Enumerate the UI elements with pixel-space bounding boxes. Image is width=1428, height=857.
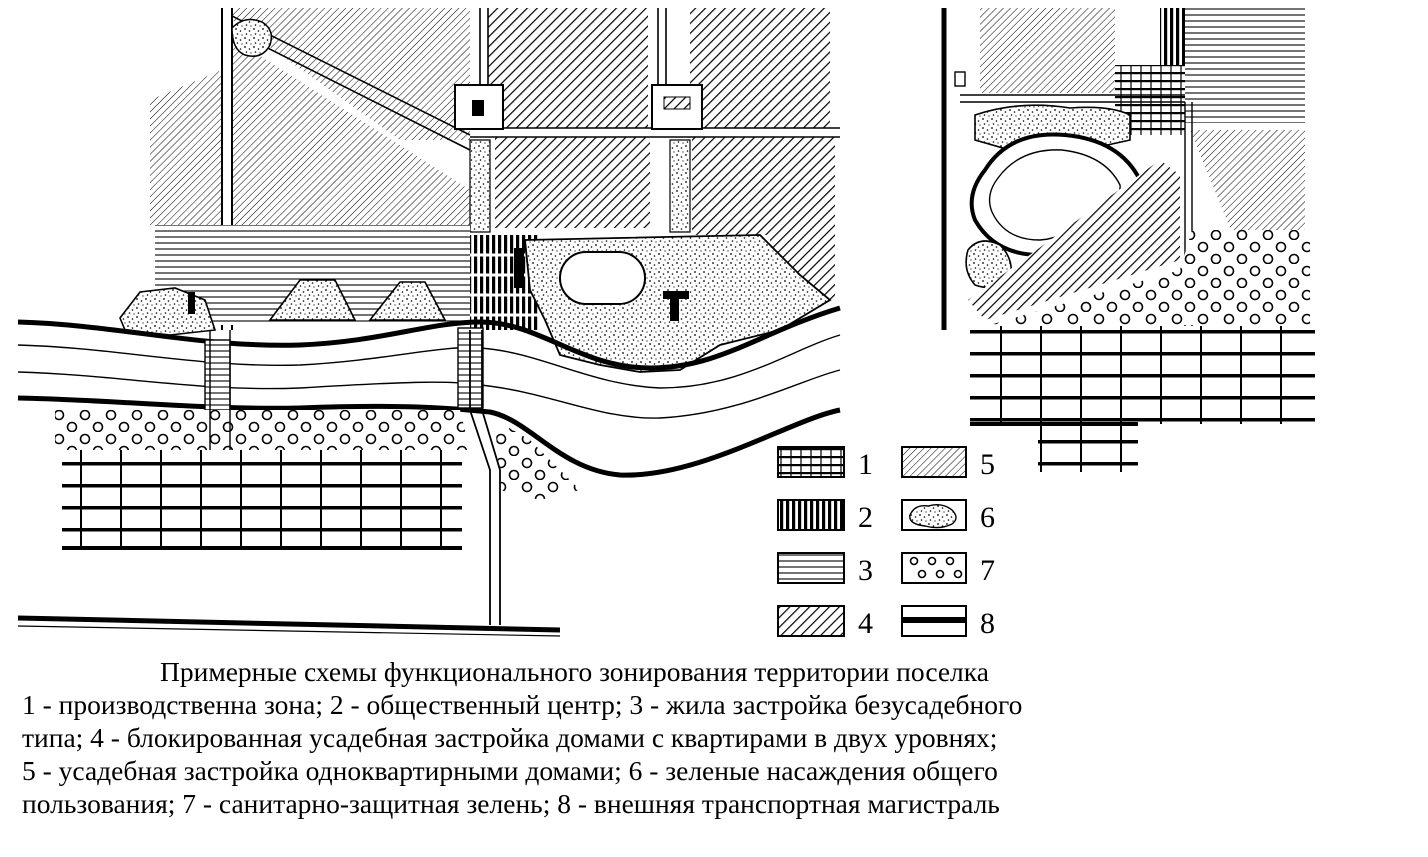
zone-4-area bbox=[692, 137, 835, 300]
zoning-schemes: 1 2 3 4 5 6 bbox=[17, 8, 1315, 640]
legend-item-5: 5 bbox=[901, 446, 995, 481]
legend-number-8: 8 bbox=[980, 607, 995, 640]
zone-5-area bbox=[1190, 130, 1305, 240]
caption-line-2: типа; 4 - блокированная усадебная застро… bbox=[22, 722, 998, 753]
legend-swatch-2 bbox=[777, 499, 845, 531]
legend-number-4: 4 bbox=[858, 607, 873, 640]
legend-swatch-4 bbox=[777, 605, 845, 637]
zone-4-area bbox=[968, 160, 1180, 320]
caption-line-4: пользования; 7 - санитарно-защитная зеле… bbox=[22, 788, 1000, 819]
zone-5-area bbox=[232, 38, 470, 225]
legend-item-6: 6 bbox=[901, 499, 995, 534]
caption-line-1: 1 - производственна зона; 2 - общественн… bbox=[22, 689, 1023, 720]
legend-number-6: 6 bbox=[980, 501, 995, 534]
legend-number-3: 3 bbox=[858, 554, 873, 587]
zone-5-area bbox=[980, 8, 1115, 93]
zone-4-area bbox=[488, 8, 648, 128]
zone-5-area bbox=[150, 70, 222, 225]
legend-number-7: 7 bbox=[980, 554, 995, 587]
zone-1-area bbox=[1038, 424, 1138, 472]
zone-1-area bbox=[62, 450, 462, 548]
zone-3-area bbox=[1185, 8, 1305, 123]
legend-number-2: 2 bbox=[858, 501, 873, 534]
zone-4-area bbox=[690, 8, 830, 128]
legend-number-1: 1 bbox=[858, 448, 873, 481]
legend-swatch-5 bbox=[901, 446, 967, 478]
caption-title: Примерные схемы функционального зонирова… bbox=[160, 656, 989, 687]
legend-item-2: 2 bbox=[777, 499, 873, 534]
zone-2-area bbox=[1160, 8, 1185, 68]
legend-item-8: 8 bbox=[901, 605, 995, 640]
legend-item-3: 3 bbox=[777, 552, 873, 587]
zone-5-area bbox=[232, 8, 470, 140]
zone-7-area bbox=[495, 420, 580, 500]
legend-number-5: 5 bbox=[980, 448, 995, 481]
caption-line-3: 5 - усадебная застройка одноквартирными … bbox=[22, 755, 998, 786]
figure-caption: Примерные схемы функционального зонирова… bbox=[0, 655, 1428, 820]
legend-swatch-1 bbox=[777, 446, 845, 478]
right-scheme bbox=[941, 8, 1315, 472]
zone-6-area bbox=[231, 18, 273, 57]
legend-item-7: 7 bbox=[901, 552, 995, 587]
river-bank bbox=[17, 305, 841, 371]
legend-item-4: 4 bbox=[777, 605, 873, 640]
legend-swatch-3 bbox=[777, 552, 845, 584]
zone-7-area bbox=[55, 410, 470, 450]
transport-highway bbox=[17, 615, 561, 633]
zone-7-area bbox=[990, 230, 1310, 325]
zone-4-area bbox=[495, 137, 650, 228]
left-scheme bbox=[17, 8, 841, 637]
legend-item-1: 1 bbox=[777, 446, 873, 481]
zone-1-area bbox=[970, 326, 1315, 424]
legend: 1 2 3 4 5 6 bbox=[777, 446, 995, 640]
